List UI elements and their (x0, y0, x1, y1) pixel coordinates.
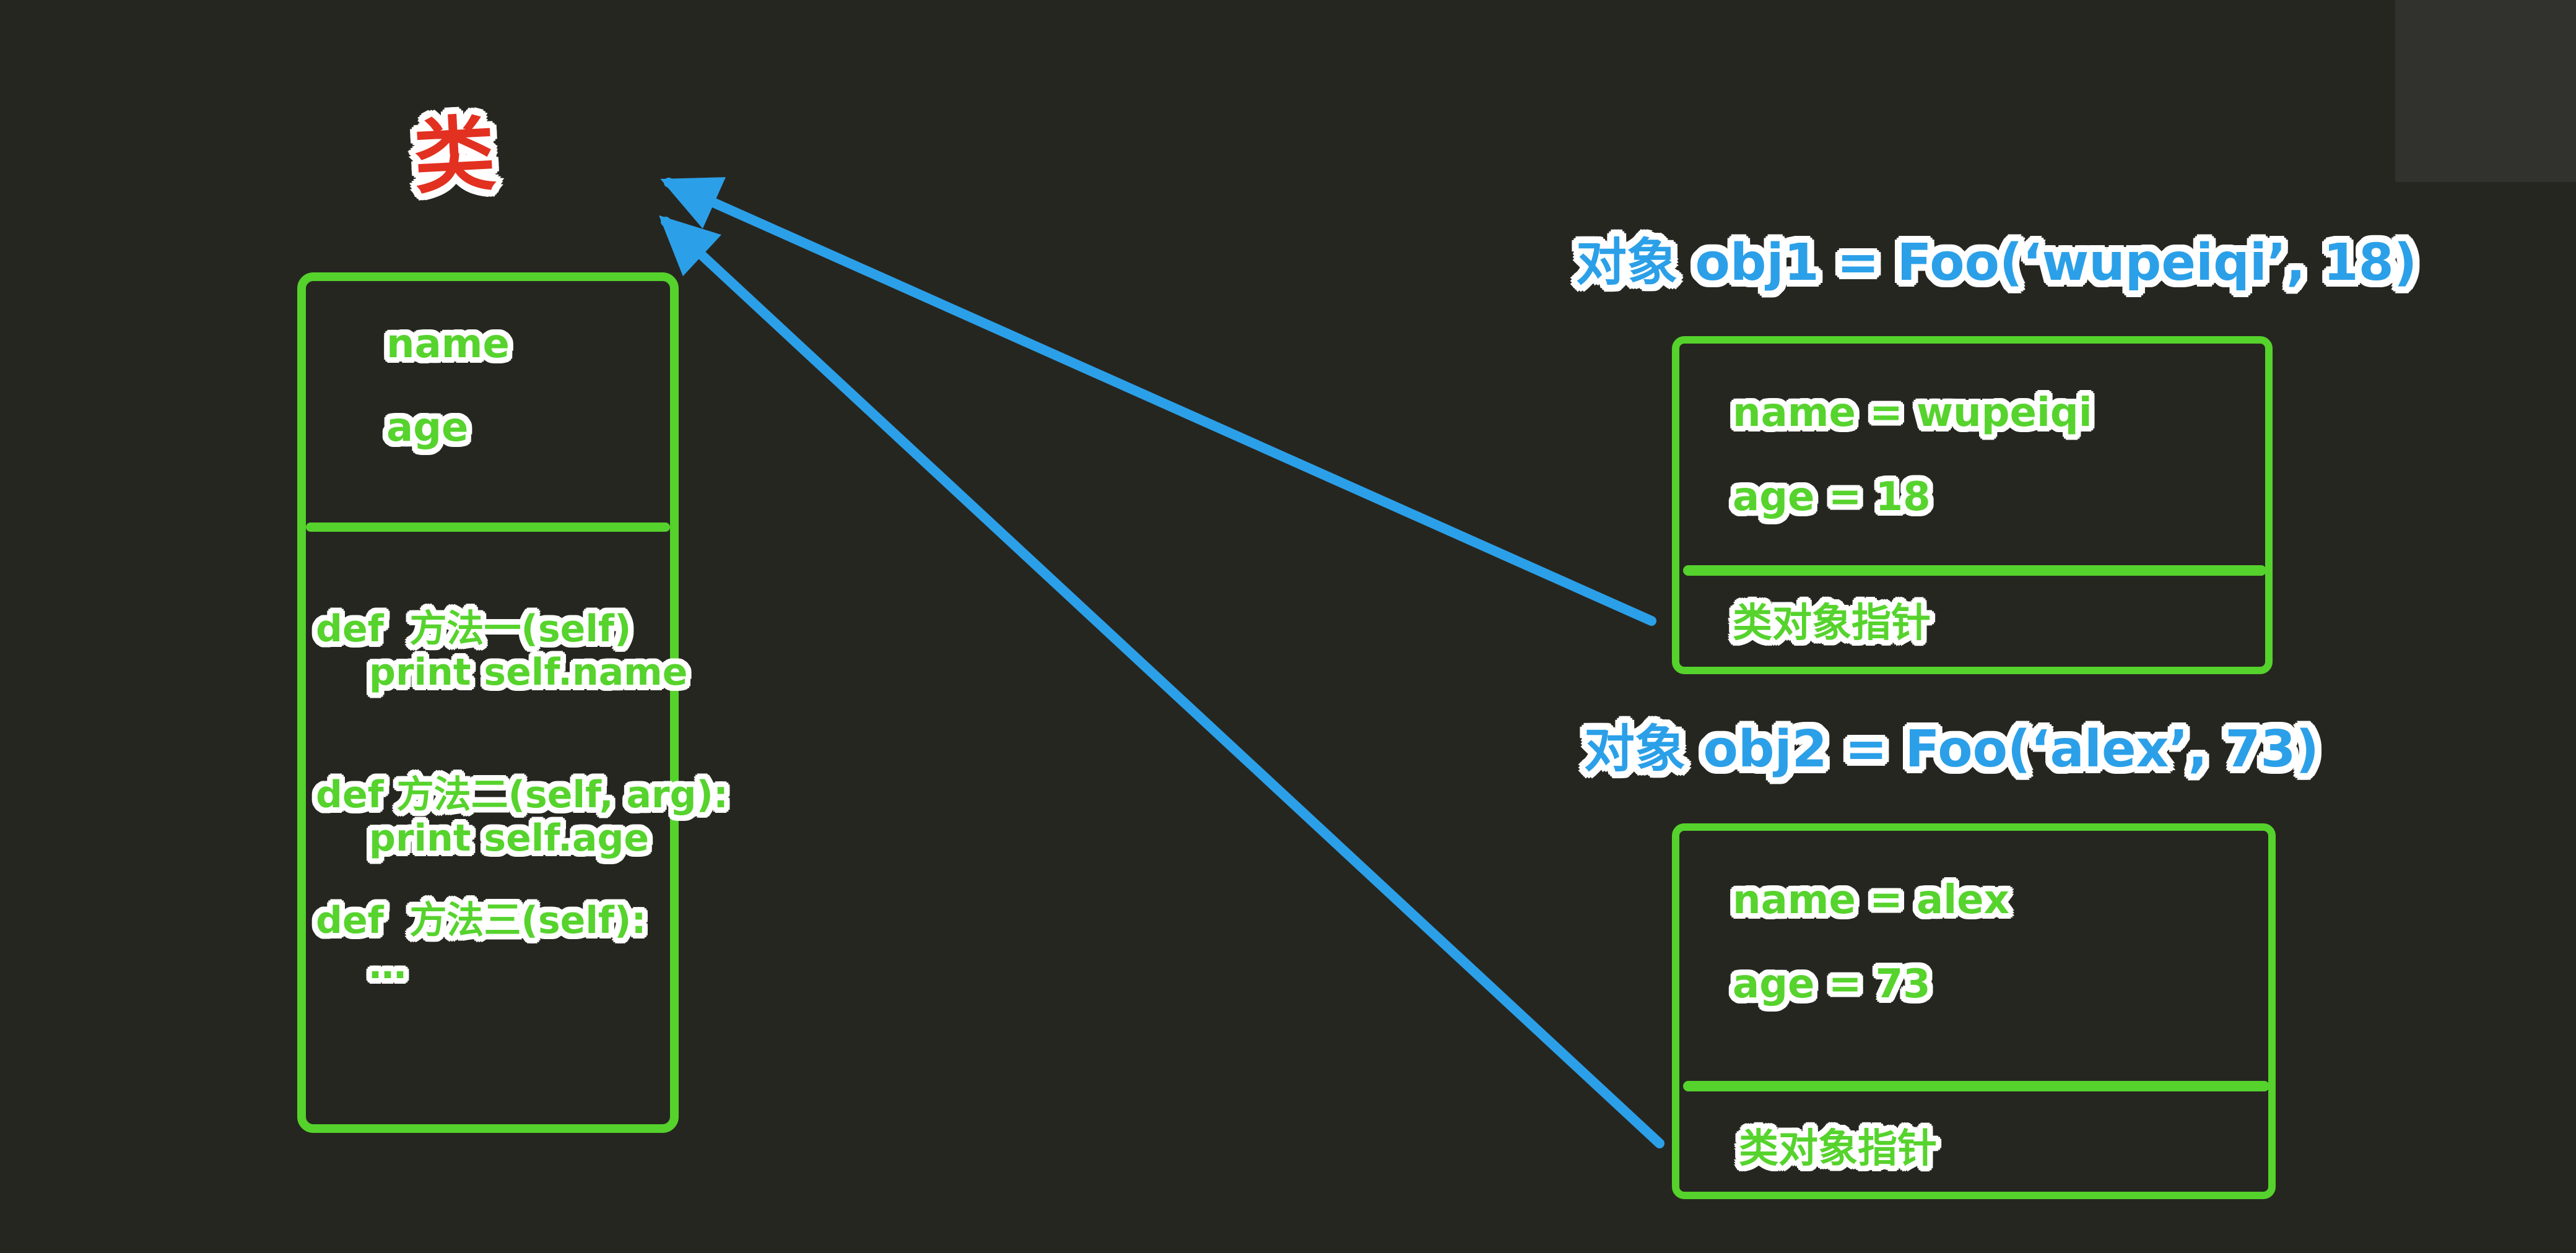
obj1-class-pointer-label: 类对象指针 (1730, 600, 1934, 646)
arrow-obj1-to-class (660, 177, 1656, 626)
class-method-1-body: print self.name (366, 651, 690, 694)
obj2-field-name: name = alex (1730, 877, 2012, 923)
class-box-divider (306, 522, 670, 532)
class-box: name age def 方法一(self) print self.name d… (297, 272, 731, 1133)
obj1-field-name: name = wupeiqi (1730, 390, 2095, 436)
obj2-title: 对象 obj2 = Foo(‘alex’, 73) (1580, 716, 2323, 783)
class-attribute-age: age (383, 405, 471, 451)
obj2-field-age: age = 73 (1730, 961, 1934, 1007)
arrow-obj2-to-class (659, 215, 1664, 1148)
obj1-title: 对象 obj1 = Foo(‘wupeiqi’, 18) (1572, 230, 2421, 296)
obj1-box-divider (1683, 565, 2266, 576)
class-method-3-def: def 方法三(self): (313, 899, 648, 942)
obj1-field-age: age = 18 (1730, 474, 1934, 520)
class-attribute-name: name (384, 321, 513, 367)
video-corner-panel (2395, 0, 2576, 182)
class-method-3-body: … (367, 944, 409, 987)
class-method-1-def: def 方法一(self) (313, 607, 633, 651)
obj1-box: name = wupeiqi age = 18 类对象指针 (1672, 336, 2273, 674)
obj2-class-pointer-label: 类对象指针 (1736, 1126, 1940, 1172)
obj2-box-divider (1683, 1081, 2269, 1091)
obj2-box: name = alex age = 73 类对象指针 (1672, 823, 2276, 1199)
class-method-2-body: print self.age (366, 817, 651, 860)
class-method-2-def: def 方法二(self, arg): (313, 773, 731, 817)
class-label: 类 (407, 103, 502, 210)
